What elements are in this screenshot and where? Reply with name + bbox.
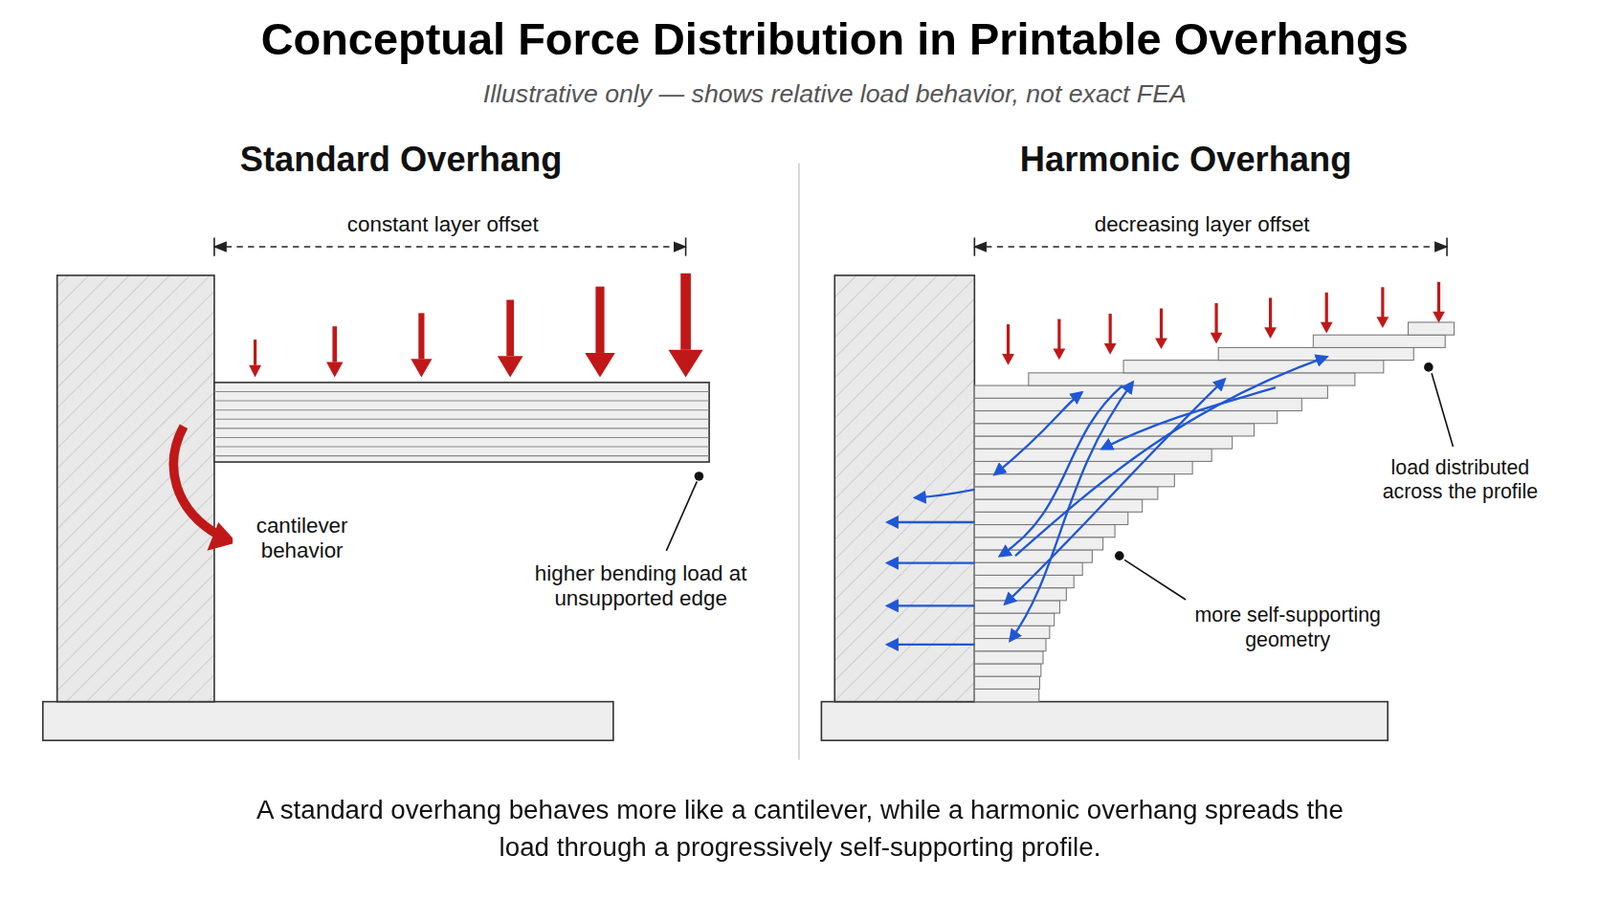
print-layer: [974, 411, 1277, 424]
annotation-label: constant layer offset: [344, 211, 542, 238]
load-arrow: [1006, 324, 1010, 356]
print-layer: [1312, 334, 1445, 348]
annotation-label: load distributed across the profile: [1359, 455, 1560, 505]
layer-line: [214, 409, 710, 411]
layer-line: [214, 446, 710, 448]
load-arrow-head: [1432, 311, 1445, 324]
load-arrow-head: [497, 355, 524, 378]
print-layer: [1218, 347, 1414, 360]
annotation-label: Illustrative only — shows relative load …: [480, 77, 1190, 109]
layer-line: [214, 400, 710, 402]
print-layer: [974, 398, 1302, 411]
load-arrow: [1159, 308, 1163, 339]
print-layer: [974, 676, 1040, 689]
load-arrow-head: [1320, 322, 1334, 334]
layer-line: [214, 427, 710, 429]
print-layer: [974, 423, 1254, 437]
load-arrow: [1325, 292, 1329, 324]
load-arrow-head: [1001, 354, 1015, 366]
load-arrow: [680, 273, 691, 351]
load-arrow: [1109, 313, 1112, 345]
annotation-label: more self-supporting geometry: [1172, 602, 1403, 652]
print-layer: [1408, 322, 1455, 335]
panel-heading: Harmonic Overhang: [1017, 138, 1356, 181]
layer-line: [214, 455, 710, 457]
load-arrow-head: [1264, 327, 1277, 339]
load-arrow-head: [326, 362, 343, 378]
load-arrow: [418, 312, 424, 359]
load-arrow-head: [1155, 337, 1168, 350]
print-layer: [974, 562, 1083, 576]
print-layer: [974, 511, 1128, 525]
load-arrow-head: [410, 358, 432, 378]
annotation-label: higher bending load at unsupported edge: [520, 559, 762, 612]
print-layer: [974, 499, 1142, 512]
load-arrow-head: [667, 350, 703, 378]
load-arrow-head: [1210, 333, 1223, 345]
annotation-label: cantilever behavior: [232, 511, 372, 564]
load-arrow: [1268, 297, 1272, 329]
load-arrow: [332, 326, 337, 362]
load-arrow: [1214, 303, 1218, 334]
layer-line: [214, 419, 710, 421]
print-layer: [974, 613, 1054, 626]
print-layer: [974, 487, 1158, 500]
load-arrow: [1380, 287, 1384, 318]
load-arrow-head: [1376, 316, 1389, 329]
load-arrow: [1437, 282, 1441, 313]
load-arrow: [506, 300, 514, 357]
layer-line: [214, 437, 710, 439]
print-layer: [1123, 360, 1384, 374]
load-arrow-head: [248, 365, 262, 378]
load-arrow: [253, 339, 257, 366]
panel-heading: Standard Overhang: [237, 138, 566, 181]
diagram-caption: A standard overhang behaves more like a …: [228, 791, 1372, 867]
print-layer: [974, 537, 1103, 551]
layer-line: [214, 391, 710, 393]
load-arrow-head: [1104, 343, 1117, 356]
print-layer: [974, 651, 1044, 665]
load-arrow-head: [584, 353, 616, 378]
load-arrow: [1057, 319, 1061, 351]
print-layer: [974, 474, 1175, 488]
load-arrow-head: [1052, 348, 1066, 360]
load-arrow: [595, 287, 604, 354]
print-layer: [974, 600, 1060, 614]
annotation-label: decreasing layer offset: [1090, 211, 1312, 238]
print-layer: [974, 664, 1041, 677]
print-layer: [974, 688, 1039, 702]
print-layer: [1028, 373, 1356, 386]
diagram-title: Conceptual Force Distribution in Printab…: [261, 12, 1409, 67]
print-layer: [974, 550, 1092, 563]
